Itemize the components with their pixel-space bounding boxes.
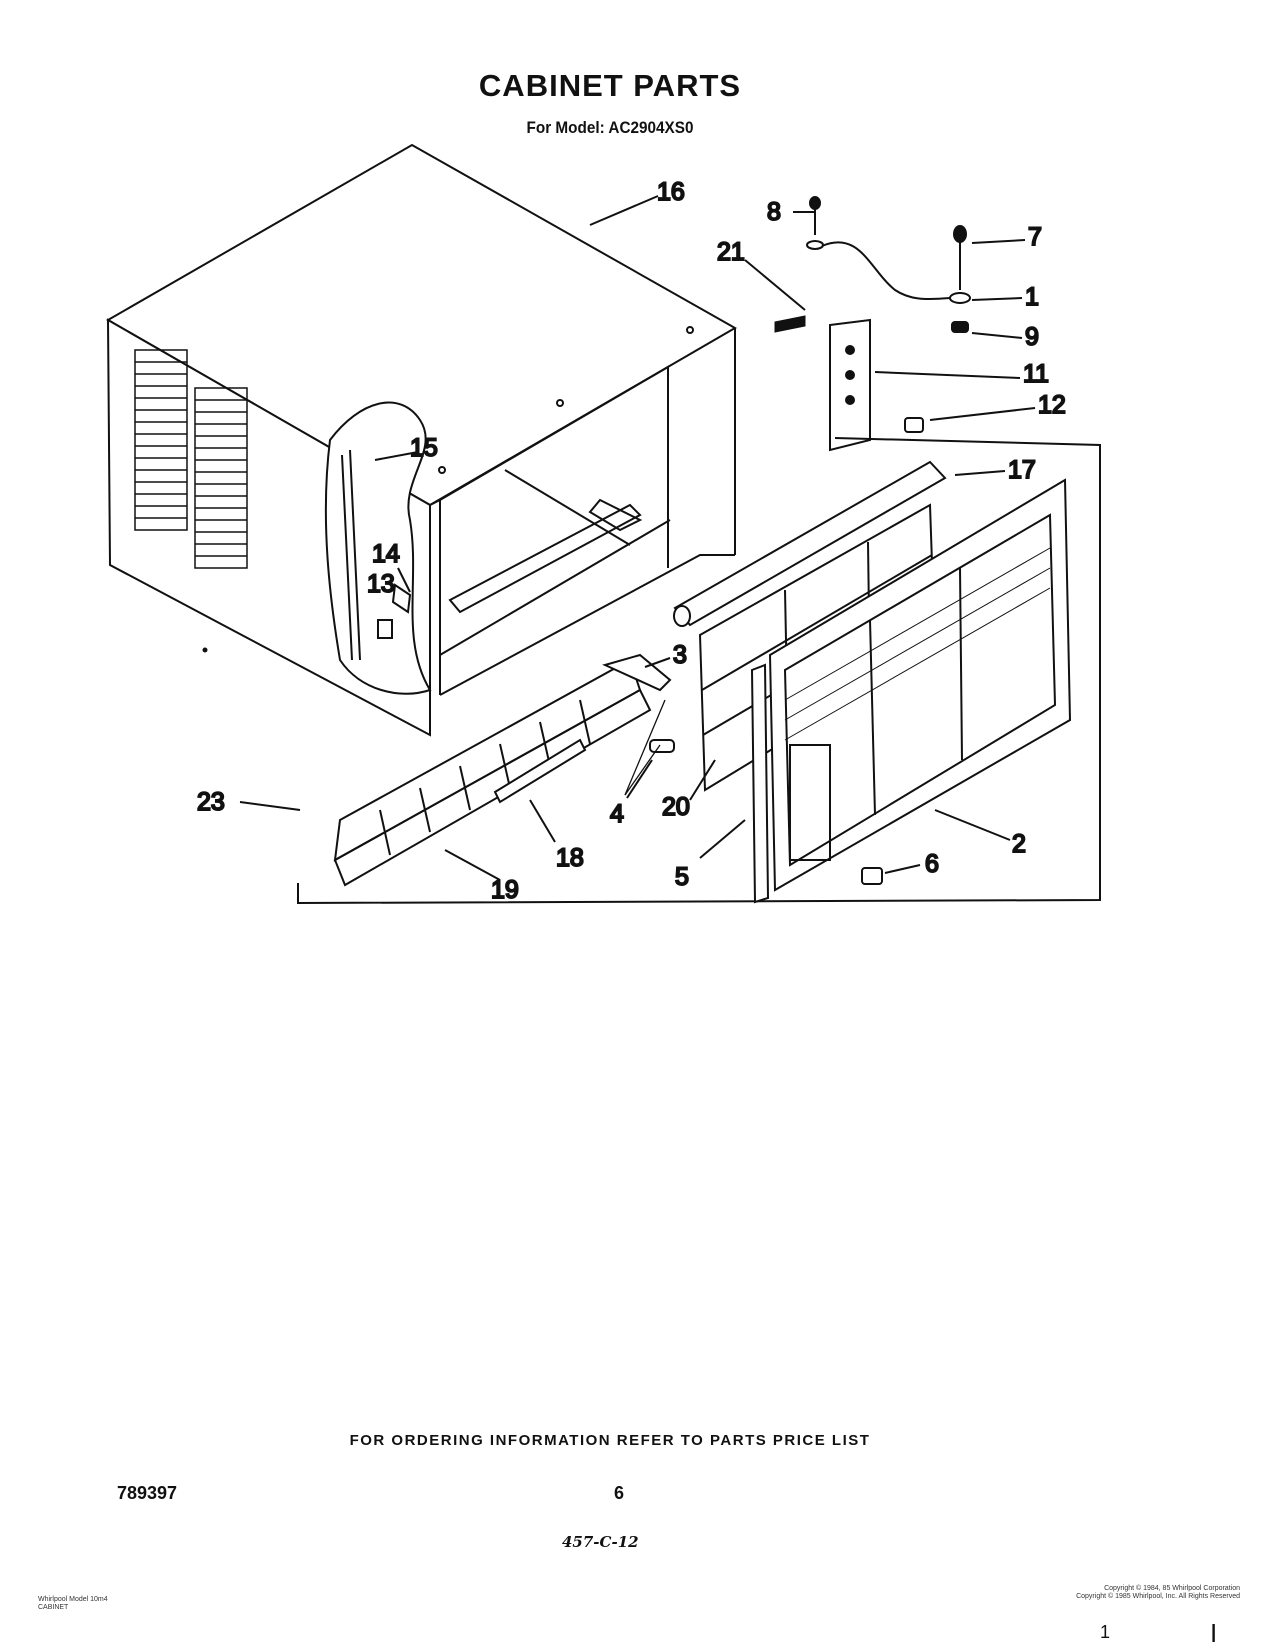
callout-15: 15 (410, 434, 438, 462)
callout-4: 4 (610, 800, 624, 828)
leader-lines (239, 195, 1036, 881)
footer-left-line-1: Whirlpool Model 10m4 (38, 1596, 108, 1603)
corner-mark: 1 (1100, 1622, 1111, 1642)
registration-dot (202, 647, 208, 653)
slide-rail (493, 738, 587, 804)
callout-1: 1 (1025, 283, 1039, 311)
front-grille (768, 478, 1072, 892)
callout-2: 2 (1012, 830, 1026, 858)
document-number: 789397 (117, 1483, 178, 1503)
hardware-group (774, 196, 971, 452)
cabinet-louvers (134, 349, 248, 569)
callout-17: 17 (1008, 456, 1036, 484)
page-number: 6 (614, 1483, 625, 1503)
footer-left-notes: Whirlpool Model 10m4 CABINET (38, 1596, 108, 1612)
model-subtitle: For Model: AC2904XS0 (526, 118, 694, 137)
copyright-line-1: Copyright © 1984, 85 Whirlpool Corporati… (1104, 1585, 1240, 1592)
footer-left-line-2: CABINET (38, 1604, 69, 1611)
callout-5: 5 (675, 863, 689, 891)
louver-assembly (333, 658, 652, 887)
page-title: CABINET PARTS (478, 68, 742, 103)
ordering-note: FOR ORDERING INFORMATION REFER TO PARTS … (349, 1432, 871, 1449)
copyright-line-2: Copyright © 1985 Whirlpool, Inc. All Rig… (1076, 1593, 1240, 1600)
callout-3: 3 (673, 641, 687, 669)
callout-6: 6 (925, 850, 939, 878)
side-strip (750, 663, 770, 904)
callout-7: 7 (1028, 223, 1042, 251)
callout-16: 16 (657, 178, 685, 206)
handwritten-code: 457-C-12 (562, 1533, 639, 1551)
corner-bar: I (1210, 1618, 1218, 1648)
callout-23: 23 (197, 788, 225, 816)
callout-13: 13 (367, 570, 395, 598)
callout-18: 18 (556, 844, 584, 872)
callout-19: 19 (491, 876, 519, 904)
callout-12: 12 (1038, 391, 1066, 419)
callout-20: 20 (662, 793, 690, 821)
callout-14: 14 (372, 540, 400, 568)
exploded-parts-diagram: 16 8 7 21 1 9 11 12 15 17 14 13 3 23 20 … (105, 143, 1101, 905)
callout-8: 8 (767, 198, 781, 226)
callout-11: 11 (1023, 360, 1049, 388)
front-assembly-outline (297, 437, 1101, 905)
cabinet-shell (105, 143, 738, 737)
callout-21: 21 (717, 238, 745, 266)
clip-4 (649, 739, 675, 753)
copyright-notice: Copyright © 1984, 85 Whirlpool Corporati… (980, 1585, 1240, 1601)
bracket-3 (602, 653, 672, 692)
callout-9: 9 (1025, 323, 1039, 351)
bracket-6 (861, 867, 883, 885)
